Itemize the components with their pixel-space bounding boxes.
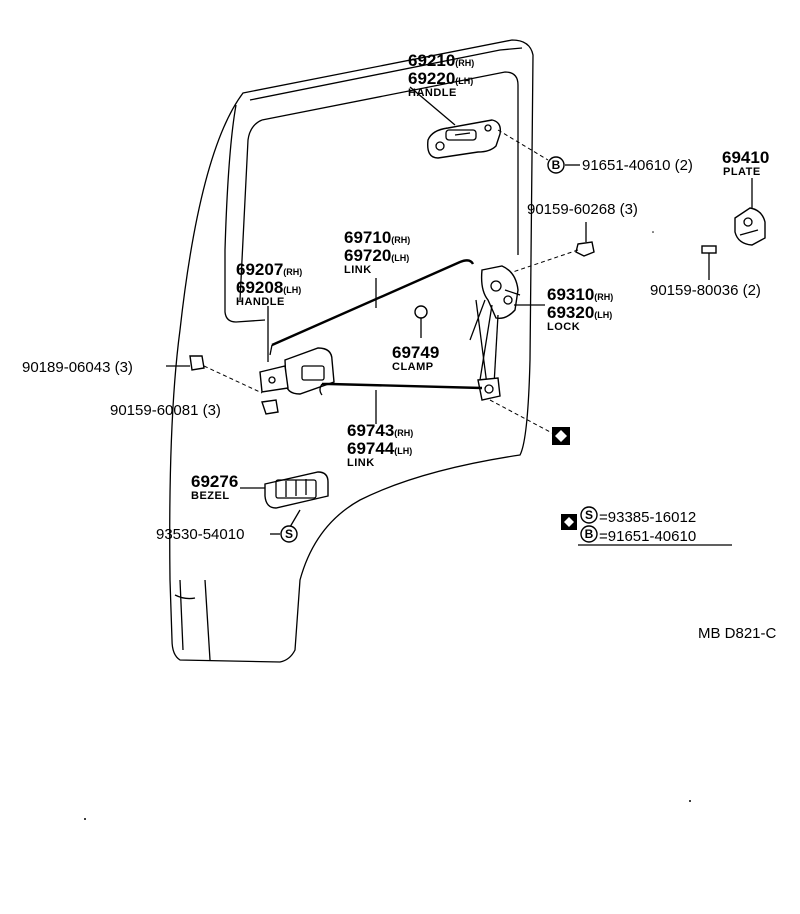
pn-69720: 69720 — [344, 246, 391, 265]
label-handle-outer-lh: 69220(LH) — [408, 69, 473, 88]
s-symbol-bezel-text: S — [285, 527, 293, 541]
inner-handle-part — [259, 347, 335, 395]
qty-90189-06043: (3) — [115, 359, 133, 376]
rh-mark: (RH) — [455, 58, 474, 68]
rh-mark-link: (RH) — [391, 235, 410, 245]
pn-69749: 69749 — [392, 343, 439, 362]
label-lock-lh: 69320(LH) — [547, 303, 612, 322]
pn-90189-06043: 90189-06043 — [22, 359, 110, 376]
label-handle-outer-rh: 69210(RH) — [408, 51, 474, 70]
qty-91651-top: (2) — [675, 157, 693, 174]
pn-90159-60081: 90159-60081 — [110, 402, 198, 419]
label-90159-80036: 90159-80036 (2) — [650, 282, 761, 299]
pn-69276: 69276 — [191, 472, 238, 491]
legend-b-text: =91651-40610 — [599, 528, 696, 545]
legend-s-symbol: S — [585, 508, 593, 522]
label-link-lower-rh: 69743(RH) — [347, 421, 413, 440]
legend-b-symbol: B — [585, 527, 594, 541]
screw-60268-part — [575, 222, 595, 257]
pn-69207: 69207 — [236, 260, 283, 279]
diagram-code: MB D821-C — [698, 625, 777, 642]
legend: S =93385-16012 B =91651-40610 — [561, 506, 732, 546]
rh-mark-link-lower: (RH) — [394, 428, 413, 438]
pn-69310: 69310 — [547, 285, 594, 304]
lock-assembly-part — [469, 265, 521, 401]
pn-69710: 69710 — [344, 228, 391, 247]
diamond-symbol — [552, 427, 570, 445]
b-symbol-top: B — [547, 156, 565, 174]
pn-69744: 69744 — [347, 439, 395, 458]
label-90159-60268: 90159-60268 (3) — [527, 201, 638, 218]
pn-69410: 69410 — [722, 148, 769, 167]
label-handle-inner-rh: 69207(RH) — [236, 260, 302, 279]
qty-90159-80036: (2) — [743, 282, 761, 299]
pn-90159-80036: 90159-80036 — [650, 282, 738, 299]
name-bezel: BEZEL — [191, 490, 230, 502]
leader-diamond — [489, 399, 553, 434]
clamp-part — [414, 305, 428, 338]
lh-mark-link-lower: (LH) — [394, 446, 412, 456]
outer-handle-part — [427, 119, 502, 159]
pn-69743: 69743 — [347, 421, 394, 440]
name-handle-inner: HANDLE — [236, 296, 285, 308]
name-plate: PLATE — [723, 166, 761, 178]
leader-bezel-screw — [289, 509, 301, 528]
speck — [652, 231, 654, 233]
screw-80036-part — [701, 245, 717, 280]
label-link-upper-rh: 69710(RH) — [344, 228, 410, 247]
qty-90159-60268: (3) — [620, 201, 638, 218]
rh-mark-inner: (RH) — [283, 267, 302, 277]
pn-90159-60268: 90159-60268 — [527, 201, 615, 218]
speck — [689, 800, 691, 802]
name-link-lower: LINK — [347, 457, 375, 469]
b-symbol-top-text: B — [552, 158, 561, 172]
lower-link-part — [319, 382, 483, 396]
door-panel — [169, 39, 534, 663]
leader-screw-b-top — [497, 129, 549, 161]
label-90159-60081: 90159-60081 (3) — [110, 402, 221, 419]
name-clamp: CLAMP — [392, 361, 434, 373]
legend-s-text: =93385-16012 — [599, 509, 696, 526]
bezel-part — [264, 471, 329, 509]
pn-91651-top: 91651-40610 — [582, 157, 670, 174]
label-link-lower-lh: 69744(LH) — [347, 439, 412, 458]
label-handle-inner-lh: 69208(LH) — [236, 278, 301, 297]
lh-mark: (LH) — [455, 76, 473, 86]
pn-69208: 69208 — [236, 278, 283, 297]
name-link-upper: LINK — [344, 264, 372, 276]
name-handle-outer: HANDLE — [408, 87, 457, 99]
label-90189-06043: 90189-06043 (3) — [22, 359, 133, 376]
leader-screw-06043 — [203, 365, 263, 394]
leader-handle-outer — [409, 86, 456, 126]
pn-69320: 69320 — [547, 303, 594, 322]
lh-mark-lock: (LH) — [594, 310, 612, 320]
screw-60081-part — [261, 399, 279, 415]
label-lock-rh: 69310(RH) — [547, 285, 613, 304]
pn-93530-54010: 93530-54010 — [156, 526, 244, 543]
lh-mark-link: (LH) — [391, 253, 409, 263]
lh-mark-inner: (LH) — [283, 285, 301, 295]
screw-06043-part — [189, 355, 205, 371]
plate-part — [734, 207, 766, 246]
upper-link-part — [269, 259, 475, 356]
speck — [84, 818, 86, 820]
label-link-upper-lh: 69720(LH) — [344, 246, 409, 265]
pn-69220: 69220 — [408, 69, 455, 88]
label-91651-top: 91651-40610 (2) — [582, 157, 693, 174]
name-lock: LOCK — [547, 321, 580, 333]
qty-90159-60081: (3) — [203, 402, 221, 419]
s-symbol-bezel: S — [280, 525, 298, 543]
rh-mark-lock: (RH) — [594, 292, 613, 302]
pn-69210: 69210 — [408, 51, 455, 70]
